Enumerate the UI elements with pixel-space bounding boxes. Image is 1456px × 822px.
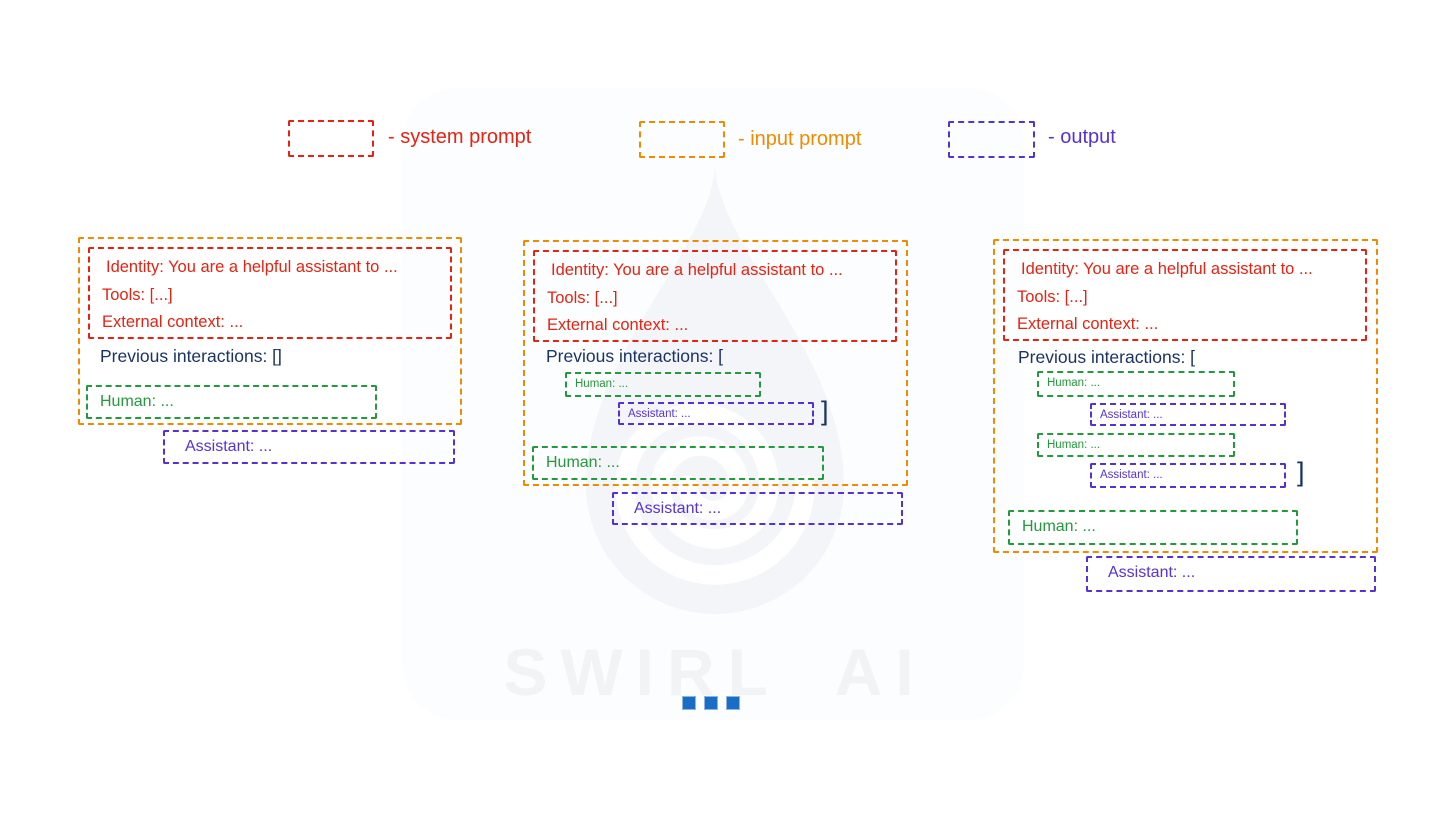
previous-interactions-label: Previous interactions: [] [100,346,282,366]
assistant-output-box: Assistant: ... [612,492,903,525]
history-human-box: Human: ... [1037,371,1235,397]
legend-input-prompt-swatch [639,121,725,158]
legend-input-prompt-label: - input prompt [738,128,862,150]
watermark-text: SWIRL AI [503,635,927,709]
human-message-box: Human: ... [1008,510,1298,545]
input-prompt-box [523,240,908,486]
ellipsis-dot [726,696,740,710]
swirl-drop-logo-icon [586,167,844,614]
panel-turn-2: Identity: You are a helpful assistant to… [523,240,908,530]
history-closing-bracket: ] [821,396,829,426]
assistant-output-box: Assistant: ... [1086,556,1376,592]
system-external-context-line: External context: ... [102,313,244,331]
system-identity-line: Identity: You are a helpful assistant to… [551,261,843,279]
legend-system-prompt-label: - system prompt [388,126,532,148]
history-assistant-box: Assistant: ... [618,402,814,425]
history-assistant-box: Assistant: ... [1090,463,1286,488]
system-prompt-box: Identity: You are a helpful assistant to… [1003,249,1367,341]
input-prompt-box [78,237,462,425]
legend-output-label: - output [1048,126,1116,148]
history-human-box: Human: ... [1037,433,1235,457]
legend-output-swatch [948,121,1035,158]
system-tools-line: Tools: [...] [547,288,618,307]
system-identity-line: Identity: You are a helpful assistant to… [1021,260,1313,278]
system-tools-line: Tools: [...] [102,285,173,304]
system-prompt-box: Identity: You are a helpful assistant to… [533,250,897,342]
ellipsis-dot [682,696,696,710]
panel-turn-1: Identity: You are a helpful assistant to… [78,237,462,469]
human-message-box: Human: ... [86,385,377,419]
history-human-box: Human: ... [565,372,761,397]
ellipsis-dot [704,696,718,710]
previous-interactions-label: Previous interactions: [ [546,346,724,366]
system-tools-line: Tools: [...] [1017,287,1088,306]
system-prompt-box: Identity: You are a helpful assistant to… [88,247,452,339]
continuation-ellipsis-icon [682,696,740,710]
system-identity-line: Identity: You are a helpful assistant to… [106,258,398,276]
previous-interactions-label: Previous interactions: [ [1018,347,1196,367]
system-external-context-line: External context: ... [547,316,689,334]
history-assistant-box: Assistant: ... [1090,403,1286,426]
system-external-context-line: External context: ... [1017,315,1159,333]
legend-system-prompt-swatch [288,120,374,157]
input-prompt-box [993,239,1378,553]
assistant-output-box: Assistant: ... [163,430,455,464]
human-message-box: Human: ... [532,446,824,480]
panel-turn-3: Identity: You are a helpful assistant to… [993,239,1378,595]
history-closing-bracket: ] [1297,457,1305,487]
